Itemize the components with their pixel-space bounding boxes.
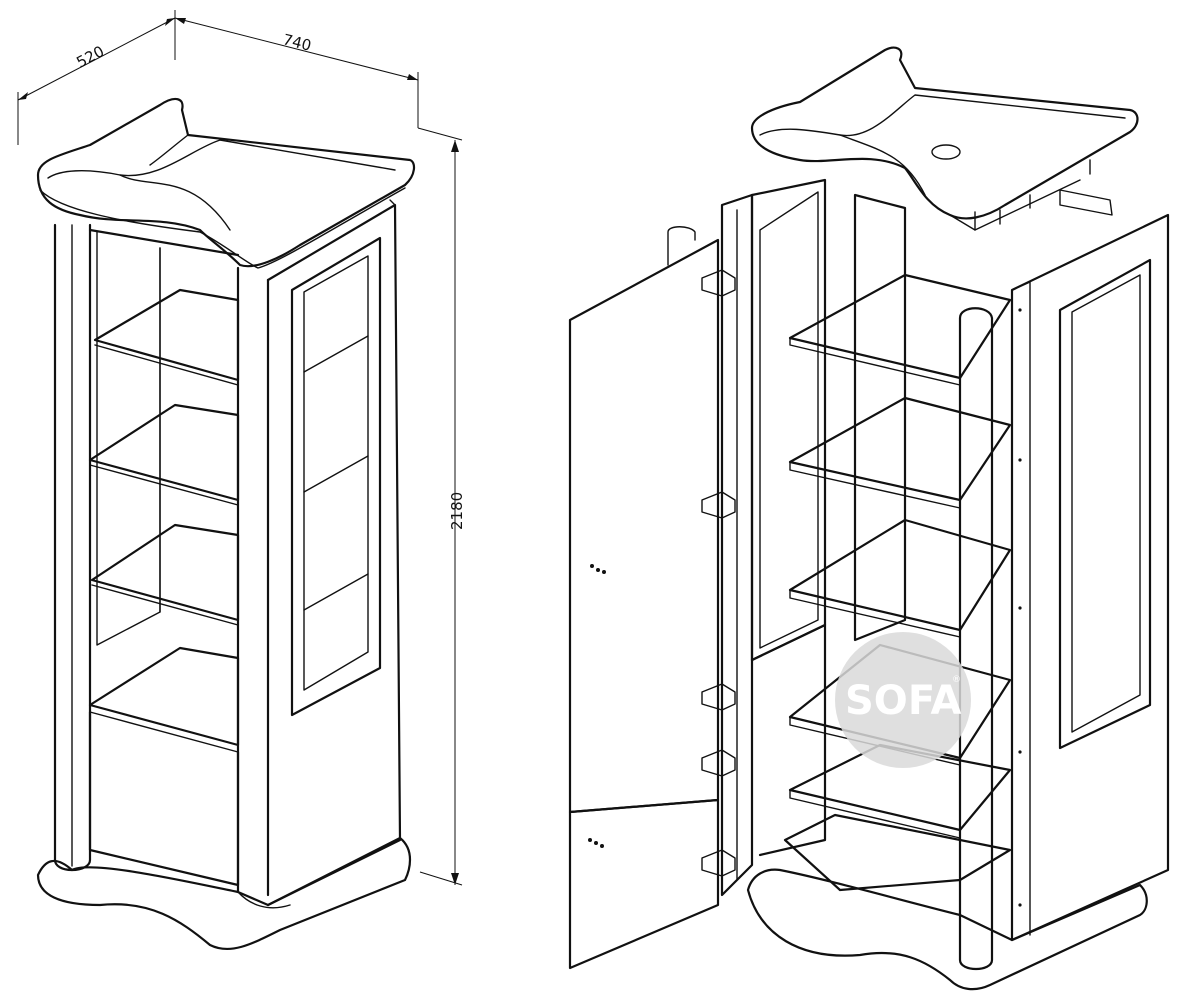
watermark-registered-mark: ®	[952, 675, 961, 685]
height-dimension-label: 2180	[448, 492, 466, 530]
lower-door	[88, 710, 240, 887]
exploded-base	[746, 813, 1148, 991]
glass-front-shelves	[88, 228, 240, 753]
cabinet-base	[36, 836, 412, 950]
hinge-post	[701, 193, 754, 897]
back-panel	[853, 193, 907, 642]
left-column	[53, 223, 92, 872]
sofa-watermark: SOFA ®	[835, 632, 971, 768]
dimension-lines	[17, 10, 463, 886]
assembled-cabinet-drawing: 520 740 2180	[17, 10, 466, 950]
depth-dimension-label: 520	[73, 42, 107, 71]
width-dimension-label: 740	[281, 30, 313, 54]
exploded-front-column	[958, 307, 994, 971]
separate-door	[568, 226, 720, 970]
cabinet-top	[36, 97, 416, 269]
exploded-right-side-panel	[1010, 213, 1170, 942]
front-right-post	[236, 266, 270, 897]
watermark-text: SOFA	[845, 678, 962, 724]
left-side-glass-panel	[750, 178, 827, 857]
right-side-panel	[266, 199, 402, 907]
exploded-cabinet-drawing	[568, 46, 1170, 991]
exploded-top-with-basin	[750, 46, 1139, 231]
